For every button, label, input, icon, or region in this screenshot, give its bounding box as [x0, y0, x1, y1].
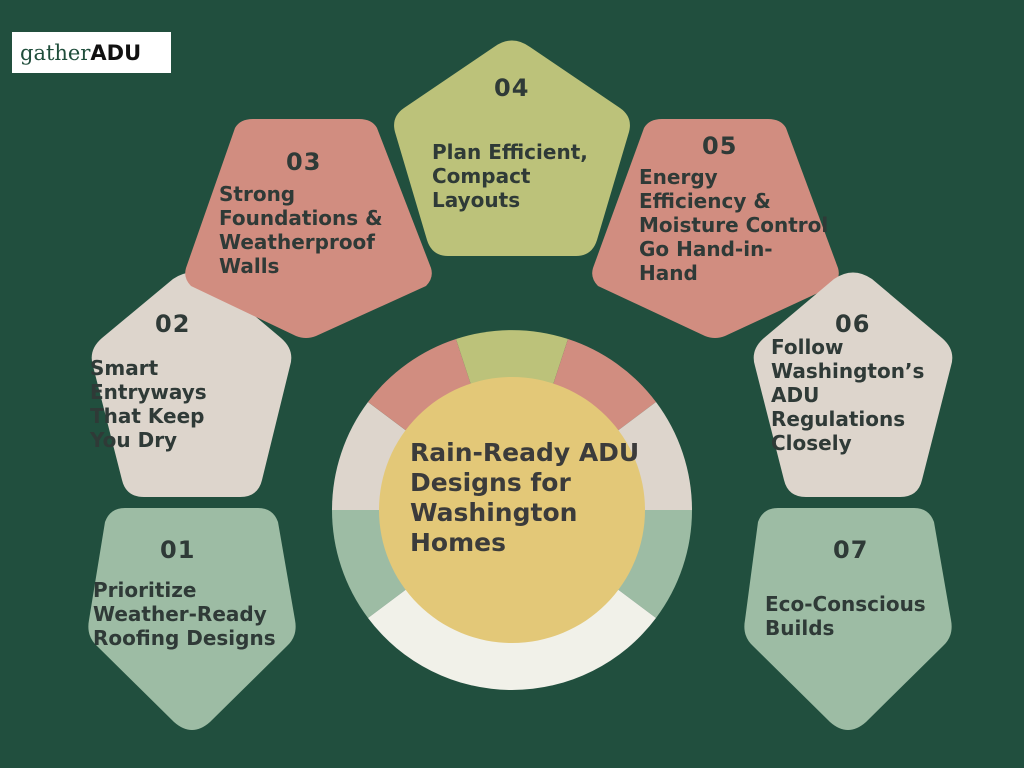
step-number: 01	[160, 536, 196, 564]
center-circle	[379, 377, 645, 643]
step-shapes	[88, 40, 953, 730]
step-number: 05	[702, 132, 738, 160]
center-title: Rain-Ready ADU Designs for Washington Ho…	[410, 438, 640, 557]
step-number: 07	[833, 536, 869, 564]
step-number: 03	[286, 148, 322, 176]
step-label: Strong Foundations & Weatherproof Walls	[219, 182, 383, 278]
step-label: Follow Washington’s ADU Regulations Clos…	[771, 335, 925, 455]
step-label: Eco-Conscious Builds	[765, 592, 926, 640]
pentagon-05	[592, 119, 839, 338]
center-ring	[332, 330, 692, 690]
pentagon-03	[185, 119, 432, 338]
pentagon-07	[744, 508, 952, 730]
pentagon-04	[394, 40, 630, 256]
brand-logo-part1: gather	[20, 40, 91, 65]
step-label: Prioritize Weather-Ready Roofing Designs	[93, 578, 276, 650]
pentagon-01	[88, 508, 296, 730]
step-label: Plan Efficient, Compact Layouts	[432, 140, 588, 212]
brand-logo-part2: ADU	[90, 40, 142, 65]
pentagon-06	[753, 272, 953, 497]
step-label: Smart Entryways That Keep You Dry	[90, 356, 207, 452]
step-number: 02	[155, 310, 191, 338]
step-label: Energy Efficiency & Moisture Control Go …	[639, 165, 829, 285]
pentagon-02	[91, 272, 292, 497]
step-number: 04	[494, 74, 530, 102]
step-number: 06	[835, 310, 871, 338]
